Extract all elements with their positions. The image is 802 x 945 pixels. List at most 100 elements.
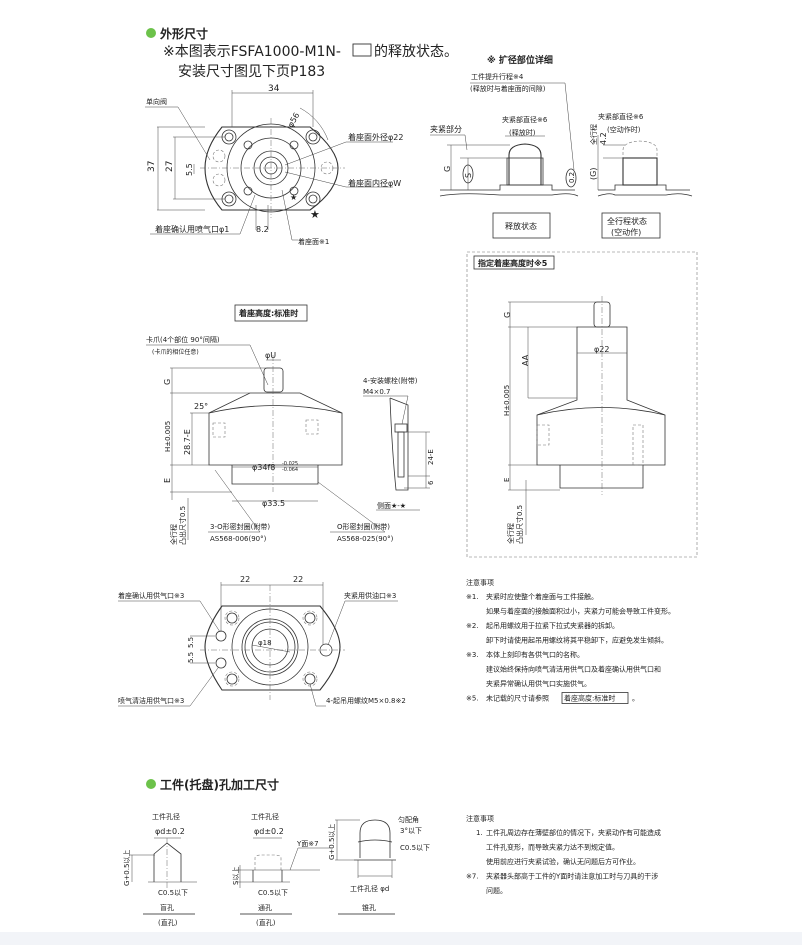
label-clamp-idle: (空动作时) bbox=[607, 125, 641, 134]
dim-37: 37 bbox=[147, 161, 157, 172]
detail-drawings bbox=[430, 82, 693, 239]
note-end: 。 bbox=[632, 695, 639, 703]
spec-dim-AA: AA bbox=[521, 354, 530, 366]
note-mark: ※5. bbox=[466, 695, 479, 703]
through-sub: (直孔) bbox=[256, 918, 276, 927]
section-title-hole: 工件(托盘)孔加工尺寸 bbox=[160, 777, 279, 792]
notes-2: 注意事项1.工件孔周边存在薄壁部位的情况下，夹紧动作有可能造成工件孔变形，而导致… bbox=[466, 814, 661, 895]
note-line: 夹紧器头部高于工件的Y面时请注意加工时与刀具的干涉 bbox=[486, 872, 658, 881]
label-bolt: 4-安装螺栓(附带) bbox=[363, 376, 418, 385]
dim-56: φ56 bbox=[286, 111, 302, 129]
label-clamp-oil-port: 夹紧用供油口※3 bbox=[344, 591, 396, 600]
note-line: 工件孔变形，而导致夹紧力达不到规定值。 bbox=[486, 843, 619, 852]
std-dim-34f8: φ34f8 bbox=[252, 463, 275, 472]
label-oring2: O形密封圈(附带) bbox=[337, 522, 390, 531]
through-label: 工件孔径 bbox=[251, 812, 279, 821]
blind-depth: G+0.5以上 bbox=[122, 850, 131, 886]
bv-dim-18: φ18 bbox=[258, 639, 272, 647]
label-seat-air: 着座确认用喷气口φ1 bbox=[155, 224, 229, 234]
state-release: 释放状态 bbox=[505, 221, 537, 231]
label-seat-air-port: 着座确认用供气口※3 bbox=[118, 591, 184, 600]
std-dim-H: H±0.005 bbox=[164, 421, 172, 452]
std-tol-lo: -0.064 bbox=[282, 467, 298, 473]
dim-8-2: 8.2 bbox=[256, 225, 269, 234]
note-mark: ※2. bbox=[466, 622, 479, 630]
page-footer-band bbox=[0, 932, 802, 945]
section-bullet-icon bbox=[146, 28, 156, 38]
std-dim-24E: 24-E bbox=[427, 449, 435, 465]
taper-dim: 工件孔径 φd bbox=[350, 884, 389, 893]
section-bullet-icon bbox=[146, 779, 156, 789]
note-line: 夹紧时应使整个着座面与工件接触。 bbox=[486, 592, 598, 601]
note-line: 夹紧异常确认用供气口实施供气。 bbox=[486, 679, 591, 688]
note-ref-box bbox=[561, 692, 629, 704]
label-lift-stroke: 工件提升行程※4 bbox=[471, 72, 524, 81]
note-line: 卸下时请使用起吊用螺纹将其平稳卸下，应避免发生倾斜。 bbox=[486, 636, 668, 645]
label-oring1-code: AS568-006(90°) bbox=[210, 535, 267, 543]
note-line: 工件孔周边存在薄壁部位的情况下，夹紧动作有可能造成 bbox=[486, 828, 661, 837]
spec-protrude-2: 凸出尺寸0.5 bbox=[515, 505, 524, 544]
through-yface: Y面※7 bbox=[296, 840, 319, 848]
label-seat-face: 着座面※1 bbox=[298, 237, 329, 246]
std-tol-hi: -0.025 bbox=[282, 461, 298, 467]
note-line: 起吊用螺纹用于拉紧下拉式夹紧器的拆卸。 bbox=[486, 621, 619, 630]
through-depth: S以上 bbox=[231, 867, 240, 885]
taper-depth: G+0.5以上 bbox=[327, 824, 336, 860]
model-note-suffix: 的释放状态。 bbox=[374, 44, 458, 60]
standard-title-box bbox=[234, 304, 308, 322]
dim-G-paren: (G) bbox=[589, 168, 598, 180]
star-marker-icon: ★ bbox=[290, 193, 297, 202]
bv-dim-5-5a: 5.5 bbox=[187, 637, 195, 648]
label-claw: 卡爪(4个部位 90°间隔) bbox=[146, 335, 220, 344]
blind-name: 盲孔 bbox=[160, 903, 174, 912]
dim-0-2: 0.2 bbox=[568, 172, 576, 183]
blind-label: 工件孔径 bbox=[152, 812, 180, 821]
state-full: 全行程状态 bbox=[607, 216, 647, 226]
specified-drawing bbox=[508, 296, 666, 535]
dim-S: S bbox=[464, 173, 473, 178]
dim-27: 27 bbox=[165, 161, 175, 172]
note-mark: ※3. bbox=[466, 651, 479, 659]
std-dim-6: 6 bbox=[427, 480, 435, 485]
standard-drawing bbox=[146, 344, 430, 540]
note-line: 本体上刻印有各供气口的名称。 bbox=[486, 650, 584, 659]
label-clean-air-port: 喷气清洁用供气口※3 bbox=[118, 696, 184, 705]
spec-protrude: 全行程 bbox=[506, 523, 515, 544]
std-protrude: 全行程 bbox=[169, 524, 178, 545]
install-ref-note: 安装尺寸图见下页P183 bbox=[178, 64, 325, 80]
through-dim: φd±0.2 bbox=[254, 827, 284, 836]
bottom-view-drawing bbox=[118, 582, 398, 707]
blind-sub: (直孔) bbox=[158, 918, 178, 927]
blind-dim: φd±0.2 bbox=[155, 827, 185, 836]
label-check-valve: 单向阀 bbox=[146, 97, 167, 106]
standard-title: 着座高度:标准时 bbox=[238, 308, 298, 318]
bv-dim-22a: 22 bbox=[240, 575, 250, 584]
model-suffix-box bbox=[352, 43, 372, 57]
label-lift-thread: 4-起吊用螺纹M5×0.8※2 bbox=[326, 696, 406, 705]
dim-4-2: 4.2 bbox=[599, 132, 608, 145]
section-title-outline: 外形尺寸 bbox=[160, 26, 208, 41]
through-chamfer: C0.5以下 bbox=[258, 889, 288, 897]
label-oring1: 3-O形密封圈(附带) bbox=[210, 522, 270, 531]
plan-view-drawing: ★ ★ bbox=[145, 90, 393, 241]
through-name: 通孔 bbox=[258, 903, 272, 912]
std-dim-E: E bbox=[163, 478, 172, 483]
note-line: 使用前应进行夹紧试验，确认无问题后方可作业。 bbox=[486, 857, 640, 866]
dim-34: 34 bbox=[268, 84, 280, 94]
spec-dim-H: H±0.005 bbox=[503, 385, 511, 416]
spec-dim-E: E bbox=[503, 478, 511, 482]
label-clamp-dia: 夹紧部直径※6 bbox=[502, 115, 548, 124]
label-side-section: 侧面★-★ bbox=[377, 501, 406, 510]
taper-angle-2: 3°以下 bbox=[400, 827, 422, 835]
bv-dim-5-5b: 5.5 bbox=[187, 652, 195, 663]
label-seat-outer: 着座面外径φ22 bbox=[348, 132, 403, 142]
note-mark: ※1. bbox=[466, 593, 479, 601]
label-claw-sub: (卡爪的相位任意) bbox=[152, 348, 199, 356]
std-dim-U: φU bbox=[265, 351, 276, 360]
label-lift-stroke-sub: (释放时与着座面的间隙) bbox=[470, 84, 546, 93]
dim-G: G bbox=[443, 166, 452, 172]
dim-5-5: 5.5 bbox=[185, 163, 194, 176]
specified-title: 指定着座高度时※5 bbox=[478, 258, 548, 268]
std-dim-25: 25° bbox=[194, 402, 208, 411]
